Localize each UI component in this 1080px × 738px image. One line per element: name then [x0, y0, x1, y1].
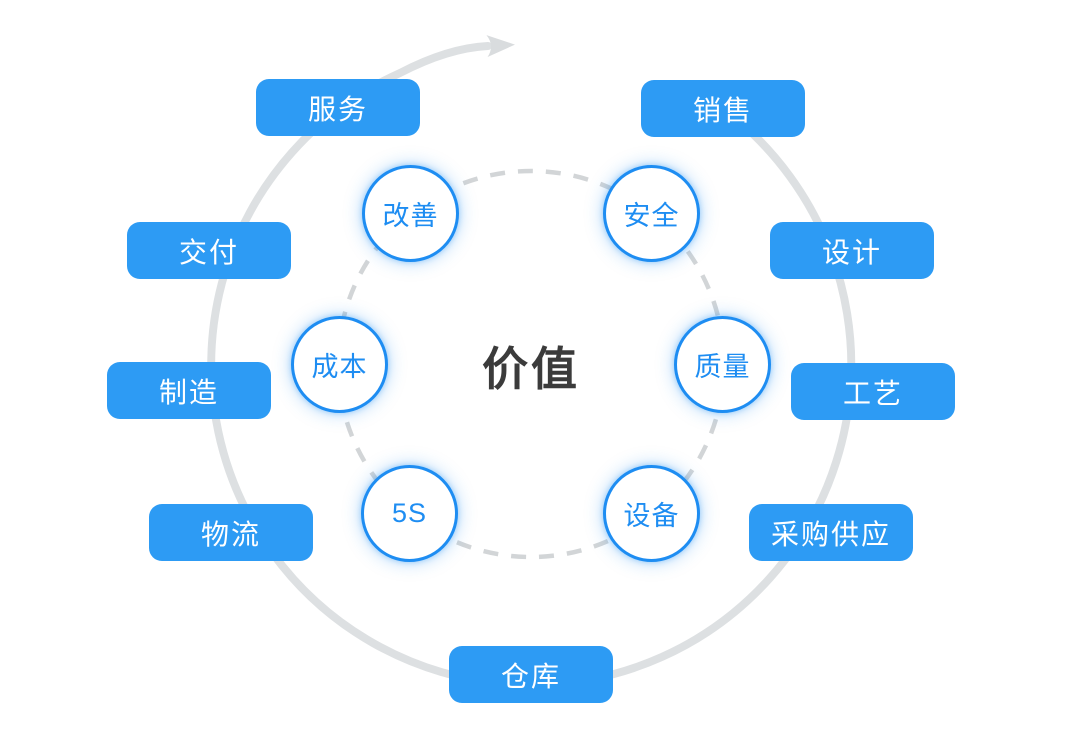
outer-node-logistics: 物流	[149, 504, 313, 561]
inner-node-quality: 质量	[674, 316, 771, 413]
inner-node-equipment: 设备	[603, 465, 700, 562]
outer-node-warehouse-label: 仓库	[500, 660, 561, 692]
outer-node-design: 设计	[770, 222, 934, 279]
outer-node-service: 服务	[256, 79, 420, 136]
center-value-label: 价值	[482, 343, 580, 395]
inner-node-5s-label: 5S	[391, 498, 428, 528]
outer-node-manufacturing-label: 制造	[158, 376, 219, 408]
outer-node-service-label: 服务	[307, 93, 368, 125]
outer-node-process: 工艺	[791, 363, 955, 420]
outer-node-delivery: 交付	[127, 222, 291, 279]
outer-node-procurement-supply: 采购供应	[749, 504, 913, 561]
inner-node-safety: 安全	[603, 165, 700, 262]
outer-node-warehouse: 仓库	[449, 646, 613, 703]
inner-node-safety-label: 安全	[623, 201, 680, 231]
cycle-arc	[207, 35, 856, 689]
inner-node-5s: 5S	[361, 465, 458, 562]
outer-node-sales-label: 销售	[692, 94, 753, 126]
inner-node-improvement-label: 改善	[382, 201, 439, 231]
outer-node-logistics-label: 物流	[200, 518, 261, 550]
outer-node-design-label: 设计	[821, 236, 882, 268]
inner-node-cost: 成本	[291, 316, 388, 413]
outer-node-delivery-label: 交付	[178, 236, 239, 268]
inner-node-improvement: 改善	[362, 165, 459, 262]
outer-node-procurement-supply-label: 采购供应	[770, 518, 891, 550]
inner-node-equipment-label: 设备	[623, 501, 680, 531]
outer-node-manufacturing: 制造	[107, 362, 271, 419]
outer-node-sales: 销售	[641, 80, 805, 137]
inner-node-quality-label: 质量	[694, 352, 751, 382]
outer-node-process-label: 工艺	[842, 377, 903, 409]
inner-node-cost-label: 成本	[311, 352, 368, 382]
